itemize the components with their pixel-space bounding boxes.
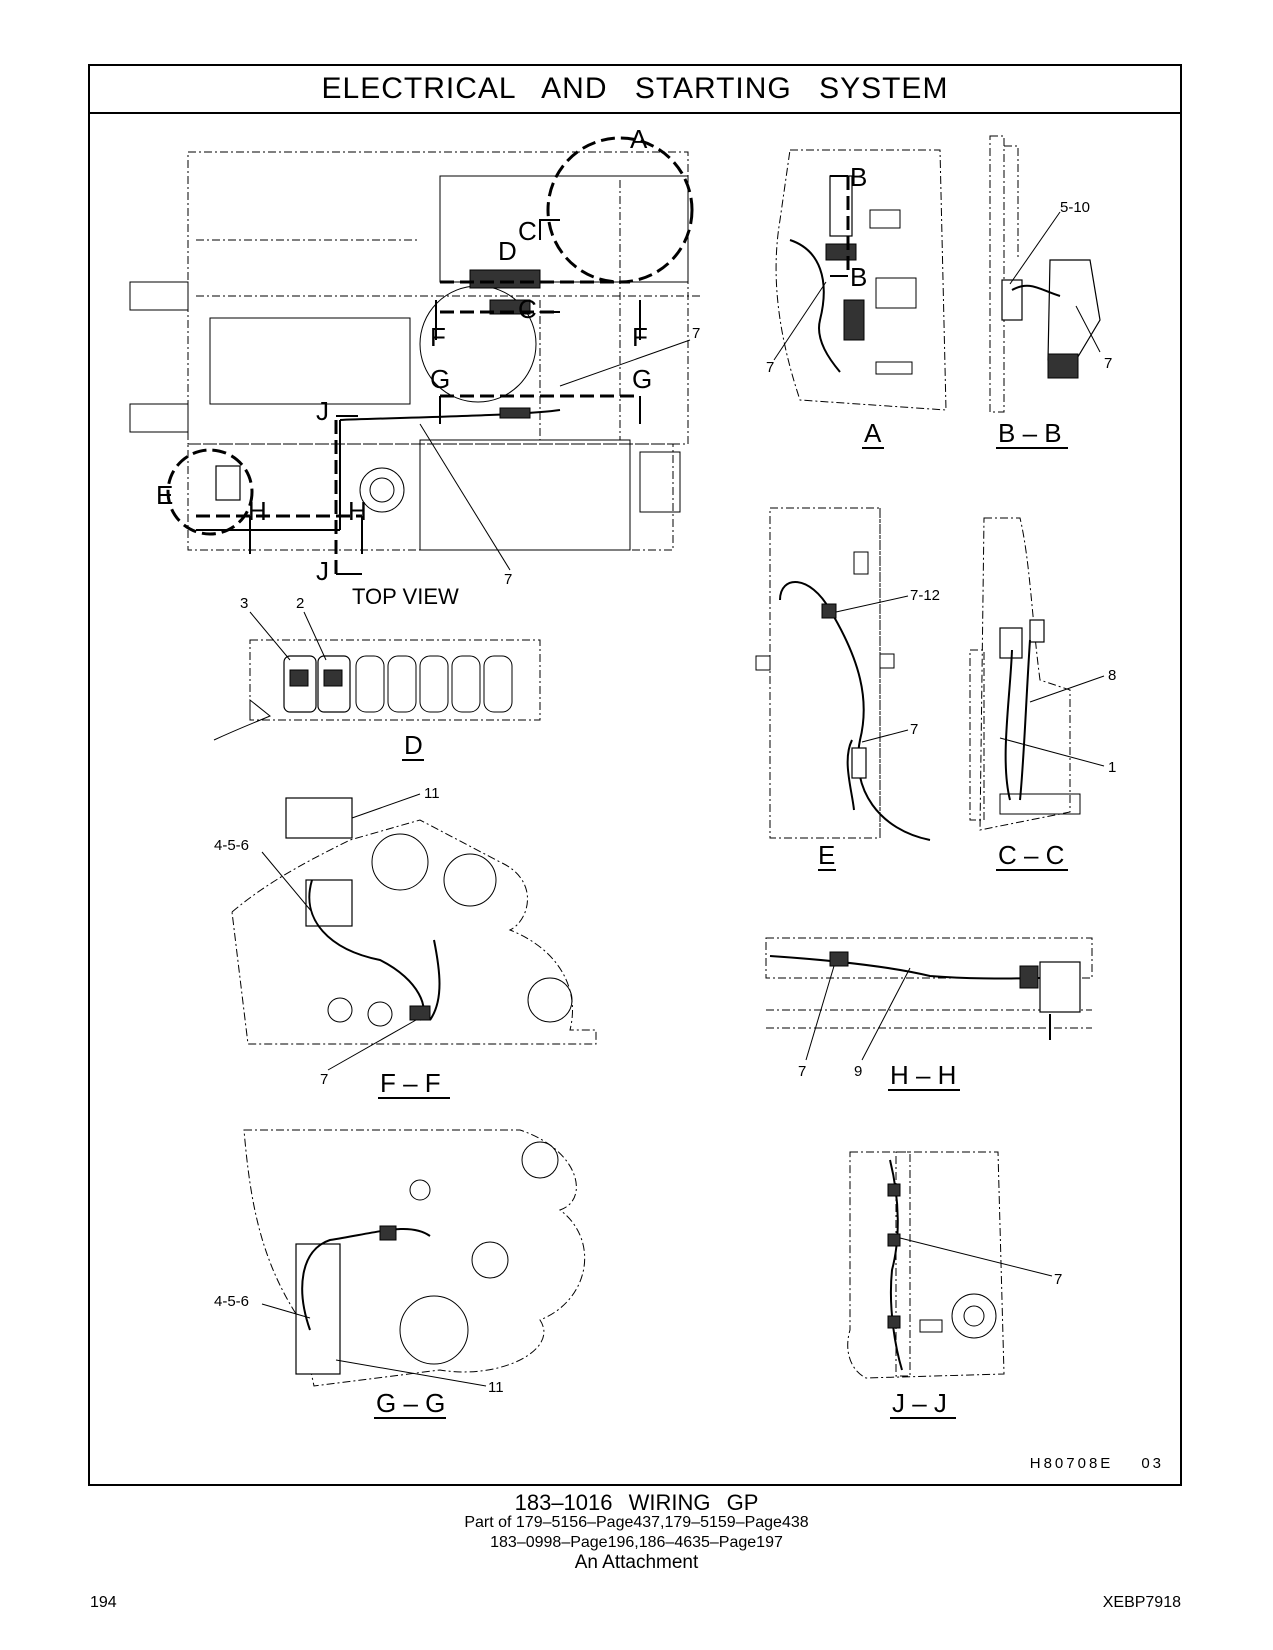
view-hh-callout-9: 9: [854, 1063, 862, 1080]
top-view-markers: A C D C F F G G J E H H J 7 7 TOP VIEW: [156, 124, 700, 609]
view-gg-label: G – G: [376, 1388, 445, 1418]
view-d-callout-3: 3: [240, 595, 248, 612]
view-jj-drawing: [847, 1151, 1053, 1379]
marker-f-right: F: [632, 322, 648, 352]
view-hh-drawing: [765, 937, 1093, 1061]
marker-h-left: H: [248, 496, 267, 526]
view-ff-callout-11: 11: [424, 785, 440, 802]
view-cc-drawing: [969, 517, 1105, 831]
marker-h-right: H: [348, 496, 367, 526]
marker-g-left: G: [430, 364, 450, 394]
view-hh-callout-7: 7: [798, 1063, 806, 1080]
view-d-callout-2: 2: [296, 595, 304, 612]
view-jj-label: J – J: [892, 1388, 947, 1418]
marker-a: A: [630, 124, 648, 154]
marker-g-right: G: [632, 364, 652, 394]
callout-7-top-b: 7: [504, 571, 512, 588]
view-a-marker-b-bottom: B: [850, 262, 867, 292]
page-number: 194: [90, 1594, 117, 1611]
drawing-frame: ELECTRICAL AND STARTING SYSTEM H80708E 03: [88, 64, 1182, 1486]
view-e-callout-7: 7: [910, 721, 918, 738]
marker-j-top: J: [316, 396, 329, 426]
footer-line-2: 183–0998–Page196,186–4635–Page197: [490, 1534, 783, 1551]
view-bb-callout-5-10: 5-10: [1060, 199, 1090, 216]
marker-e: E: [156, 480, 173, 510]
view-gg-drawing: [243, 1129, 586, 1387]
marker-c-top: C: [518, 216, 537, 246]
view-a-drawing: [773, 149, 947, 411]
view-a-callout-7: 7: [766, 359, 774, 376]
marker-j-bottom: J: [316, 556, 329, 586]
marker-f-left: F: [430, 322, 446, 352]
footer-title: 183–1016 WIRING GP: [514, 1490, 759, 1515]
view-jj-callout-7: 7: [1054, 1271, 1062, 1288]
view-e-drawing: [755, 507, 931, 841]
top-view-label: TOP VIEW: [352, 584, 459, 609]
view-hh-label: H – H: [890, 1060, 956, 1090]
footer-line-1: Part of 179–5156–Page437,179–5159–Page43…: [464, 1514, 809, 1531]
view-cc-callout-8: 8: [1108, 667, 1116, 684]
view-d-label: D: [404, 730, 423, 760]
view-e-callout-7-12: 7-12: [910, 587, 940, 604]
document-code: XEBP7918: [1102, 1594, 1181, 1611]
view-a-marker-b-top: B: [850, 162, 867, 192]
marker-c-bottom: C: [518, 294, 537, 324]
top-view-drawing: [129, 136, 700, 575]
marker-d: D: [498, 236, 517, 266]
drawing-id: H80708E 03: [1030, 1455, 1164, 1472]
view-a-label: A: [864, 418, 882, 448]
page-title: ELECTRICAL AND STARTING SYSTEM: [90, 66, 1180, 114]
callout-7-top-a: 7: [692, 325, 700, 342]
view-ff-callout-4-5-6: 4-5-6: [214, 837, 249, 854]
view-ff-label: F – F: [380, 1068, 441, 1098]
view-bb-callout-7: 7: [1104, 355, 1112, 372]
view-cc-label: C – C: [998, 840, 1064, 870]
view-ff-callout-7: 7: [320, 1071, 328, 1088]
view-e-label: E: [818, 840, 835, 870]
view-ff-drawing: [231, 793, 597, 1071]
view-d-drawing: [213, 611, 541, 741]
view-cc-callout-1: 1: [1108, 759, 1116, 776]
drawing-code: H80708E: [1029, 1455, 1114, 1472]
view-bb-drawing: [989, 135, 1101, 413]
view-bb-label: B – B: [998, 418, 1062, 448]
view-gg-callout-11: 11: [488, 1379, 504, 1396]
view-gg-callout-4-5-6: 4-5-6: [214, 1293, 249, 1310]
footer-line-3: An Attachment: [574, 1552, 699, 1573]
drawing-revision: 03: [1141, 1455, 1164, 1472]
